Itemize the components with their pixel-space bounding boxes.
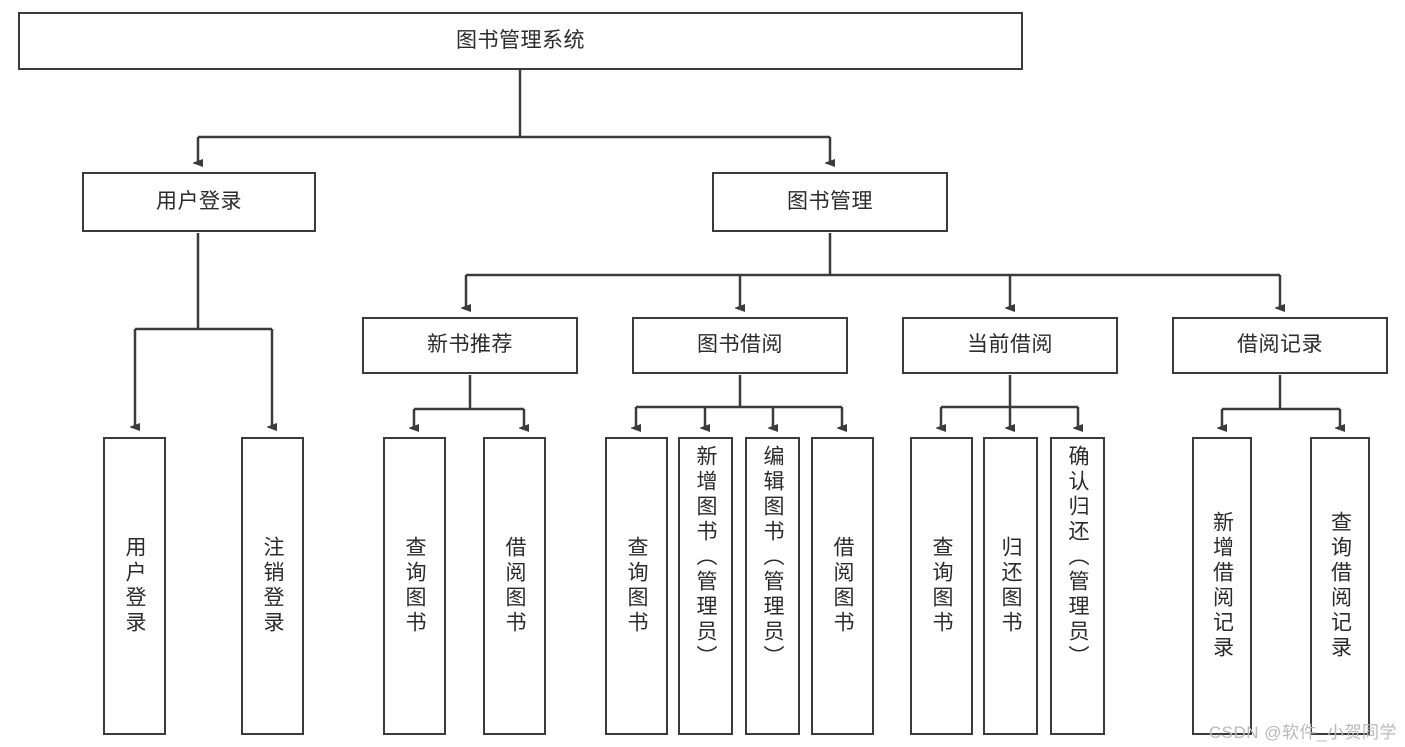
node-root-system[interactable]: 图书管理系统 [18,12,1023,70]
node-new-book-recommend-label: 新书推荐 [427,333,513,357]
leaf-borrow-book-borrow[interactable]: 借阅图书 [811,437,874,735]
leaf-borrow-book-recommend[interactable]: 借阅图书 [483,437,546,735]
node-borrow-record[interactable]: 借阅记录 [1172,317,1388,374]
leaf-borrow-book-recommend-label: 借阅图书 [503,536,526,636]
leaf-query-book-borrow[interactable]: 查询图书 [605,437,668,735]
node-user-login[interactable]: 用户登录 [82,172,316,232]
leaf-query-borrow-record-label: 查询借阅记录 [1328,511,1352,661]
node-current-borrow[interactable]: 当前借阅 [902,317,1118,374]
leaf-add-borrow-record[interactable]: 新增借阅记录 [1192,437,1252,735]
leaf-borrow-book-borrow-label: 借阅图书 [831,536,854,636]
leaf-add-book-admin-label: 新增图书（管理员） [694,445,717,670]
leaf-edit-book-admin[interactable]: 编辑图书（管理员） [745,437,800,735]
leaf-query-book-current[interactable]: 查询图书 [910,437,973,735]
node-book-management-label: 图书管理 [787,189,873,213]
node-book-management[interactable]: 图书管理 [712,172,948,232]
leaf-logout-label: 注销登录 [261,536,284,636]
leaf-user-login[interactable]: 用户登录 [103,437,166,735]
node-book-borrow-label: 图书借阅 [697,333,783,357]
leaf-return-book[interactable]: 归还图书 [983,437,1038,735]
node-user-login-label: 用户登录 [156,189,242,213]
leaf-query-book-current-label: 查询图书 [930,536,953,636]
leaf-query-book-recommend-label: 查询图书 [403,536,426,636]
node-book-borrow[interactable]: 图书借阅 [632,317,848,374]
node-current-borrow-label: 当前借阅 [967,333,1053,357]
leaf-query-book-borrow-label: 查询图书 [625,536,648,636]
leaf-query-book-recommend[interactable]: 查询图书 [383,437,446,735]
leaf-query-borrow-record[interactable]: 查询借阅记录 [1310,437,1370,735]
node-new-book-recommend[interactable]: 新书推荐 [362,317,578,374]
leaf-add-book-admin[interactable]: 新增图书（管理员） [678,437,733,735]
leaf-add-borrow-record-label: 新增借阅记录 [1210,511,1234,661]
leaf-confirm-return-admin[interactable]: 确认归还（管理员） [1050,437,1105,735]
leaf-user-login-label: 用户登录 [123,536,146,636]
node-borrow-record-label: 借阅记录 [1237,333,1323,357]
leaf-confirm-return-admin-label: 确认归还（管理员） [1066,445,1089,670]
node-root-system-label: 图书管理系统 [456,28,585,52]
leaf-return-book-label: 归还图书 [999,536,1022,636]
leaf-edit-book-admin-label: 编辑图书（管理员） [761,445,784,670]
leaf-logout[interactable]: 注销登录 [241,437,304,735]
csdn-watermark: CSDN @软件_小贺同学 [1208,723,1397,742]
